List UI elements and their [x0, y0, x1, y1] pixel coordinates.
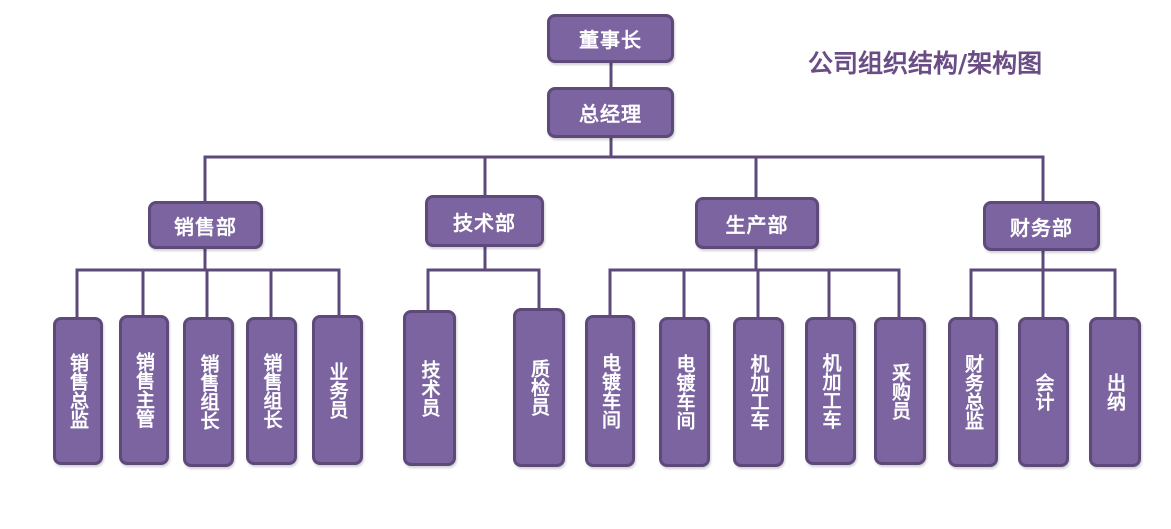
- node-role: 销售主管: [119, 315, 169, 465]
- node-role: 销售总监: [53, 317, 103, 465]
- node-role: 采购员: [874, 317, 926, 465]
- node-dept-tech: 技术部: [425, 195, 544, 247]
- node-dept-sales: 销售部: [148, 201, 263, 249]
- node-role: 机加工车: [805, 317, 856, 465]
- node-role: 电镀车间: [585, 315, 635, 467]
- node-role: 电镀车间: [659, 317, 710, 467]
- node-role: 销售组长: [183, 317, 234, 467]
- node-role: 技术员: [403, 310, 456, 466]
- node-role: 会计: [1018, 317, 1069, 467]
- node-role: 出纳: [1089, 317, 1141, 467]
- node-role: 业务员: [312, 315, 363, 465]
- node-dept-production: 生产部: [695, 197, 819, 249]
- node-role: 销售组长: [246, 317, 297, 465]
- node-role: 质检员: [513, 308, 565, 467]
- node-role: 财务总监: [948, 317, 998, 467]
- node-dept-finance: 财务部: [983, 201, 1100, 251]
- chart-title: 公司组织结构/架构图: [808, 49, 1043, 78]
- node-role: 机加工车: [733, 317, 784, 467]
- node-general-manager: 总经理: [547, 87, 674, 138]
- node-chairman: 董事长: [547, 14, 674, 63]
